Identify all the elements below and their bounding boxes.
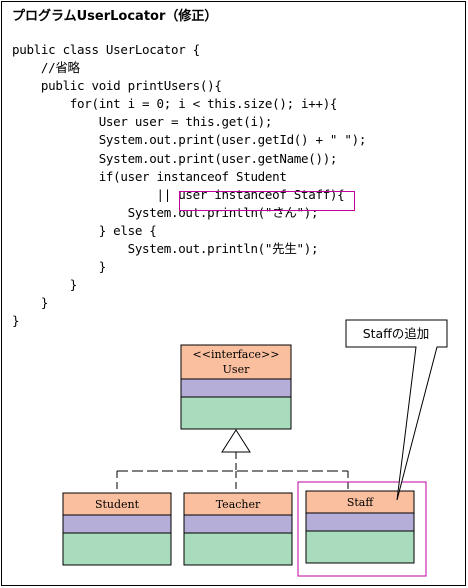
code-line: } — [12, 313, 20, 329]
code-line: System.out.print(user.getName()); — [12, 150, 338, 166]
interface-name-compartment — [180, 344, 292, 380]
code-line: System.out.println("さん"); — [12, 204, 319, 220]
callout-label: Staffの追加 — [363, 326, 430, 341]
interface-stereotype: <<interface>> — [193, 348, 280, 361]
code-line: System.out.print(user.getId() + " "); — [12, 132, 367, 148]
class-name-staff: Staff — [347, 496, 375, 509]
figure-title: プログラムUserLocator（修正） — [12, 9, 218, 24]
class-name-student: Student — [95, 498, 140, 511]
code-line: User user = this.get(i); — [12, 114, 273, 130]
teacher-operation-compartment — [183, 532, 293, 566]
interface-attribute-compartment — [180, 378, 292, 398]
realization-arrowhead — [221, 429, 251, 453]
code-highlight-box — [179, 191, 355, 211]
student-attribute-compartment — [62, 514, 172, 534]
callout: Staffの追加 — [345, 319, 448, 501]
class-name-teacher: Teacher — [216, 498, 261, 511]
interface-name: User — [223, 363, 250, 376]
code-line: public void printUsers(){ — [12, 78, 222, 94]
staff-operation-compartment — [305, 530, 415, 564]
code-line: } — [12, 295, 49, 311]
code-listing: public class UserLocator { //省略 public v… — [12, 41, 366, 331]
code-line: } else { — [12, 222, 157, 238]
code-line: System.out.println("先生"); — [12, 241, 319, 257]
class-staff-box: Staff — [305, 490, 415, 564]
interface-user-box: <<interface>> User — [180, 344, 292, 430]
student-operation-compartment — [62, 532, 172, 566]
staff-highlight-box — [297, 481, 427, 577]
class-student-box: Student — [62, 492, 172, 566]
code-line: if(user instanceof Student — [12, 168, 287, 184]
code-line: } — [12, 277, 78, 293]
class-teacher-box: Teacher — [183, 492, 293, 566]
staff-attribute-compartment — [305, 512, 415, 532]
code-line: //省略 — [12, 60, 80, 76]
callout-bubble — [345, 319, 448, 501]
code-line: } — [12, 259, 107, 275]
code-line: for(int i = 0; i < this.size(); i++){ — [12, 96, 338, 112]
code-line-highlighted: || user instanceof Staff){ — [12, 186, 345, 202]
code-line: public class UserLocator { — [12, 42, 200, 57]
interface-operation-compartment — [180, 396, 292, 430]
teacher-attribute-compartment — [183, 514, 293, 534]
